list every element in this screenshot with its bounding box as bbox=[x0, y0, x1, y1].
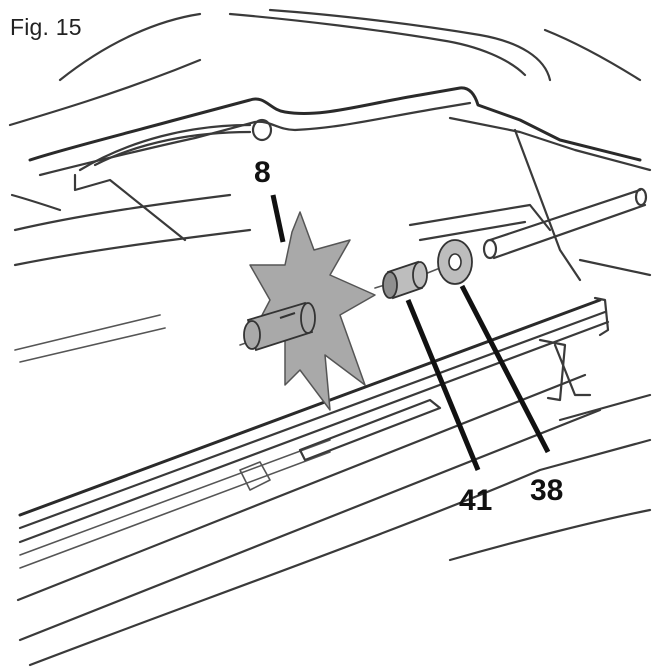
housing-edge bbox=[13, 228, 252, 267]
housing-edge bbox=[8, 58, 202, 127]
shaft-end bbox=[243, 320, 261, 350]
back-wall bbox=[418, 220, 527, 242]
bracket-edge bbox=[73, 173, 187, 242]
groove-line bbox=[19, 327, 166, 363]
rail-end bbox=[538, 338, 567, 402]
rail-line bbox=[18, 320, 610, 544]
rail-line bbox=[19, 439, 331, 556]
back-wall-edge bbox=[513, 128, 582, 282]
housing-edge bbox=[558, 393, 652, 422]
callout-8: 8 bbox=[254, 156, 271, 189]
part-41-bushing bbox=[382, 260, 428, 300]
rod-top bbox=[488, 188, 642, 242]
housing-edge bbox=[268, 8, 552, 82]
figure-label: Fig. 15 bbox=[10, 14, 82, 40]
callout-41: 41 bbox=[459, 484, 492, 517]
rail-line bbox=[18, 408, 602, 642]
lower-slot bbox=[298, 398, 442, 462]
trough-rim bbox=[28, 86, 642, 162]
leader-line-8 bbox=[270, 194, 286, 243]
back-wall-edge bbox=[578, 258, 652, 277]
rod-end bbox=[482, 238, 498, 260]
housing-edge bbox=[13, 193, 232, 232]
housing-edge bbox=[543, 28, 642, 82]
bracket-arc bbox=[93, 130, 252, 167]
housing-outline bbox=[8, 8, 652, 667]
rail-line bbox=[18, 298, 602, 517]
pin-head bbox=[251, 118, 273, 142]
bushing-end bbox=[382, 271, 398, 299]
part-38-washer bbox=[437, 239, 473, 285]
rail-line bbox=[19, 451, 331, 569]
groove-line bbox=[14, 314, 161, 351]
rail-line bbox=[18, 310, 607, 530]
housing-edge bbox=[228, 12, 527, 77]
leader-line-41 bbox=[405, 299, 481, 471]
shaft-keyway bbox=[279, 312, 296, 319]
washer-hole bbox=[448, 253, 462, 271]
bushing-end bbox=[412, 261, 428, 289]
rail-end bbox=[593, 296, 610, 337]
rail-line bbox=[16, 373, 587, 602]
rod-end bbox=[634, 187, 648, 207]
bracket-arc bbox=[78, 123, 252, 172]
leader-line-38 bbox=[459, 284, 551, 454]
lower-slot bbox=[239, 461, 271, 491]
callout-38: 38 bbox=[530, 474, 563, 507]
shaft-collar bbox=[300, 302, 316, 334]
rod-bottom bbox=[492, 203, 647, 260]
housing-edge bbox=[58, 12, 202, 82]
part-8-agitator bbox=[243, 211, 376, 411]
housing-edge bbox=[10, 193, 62, 212]
housing-edge bbox=[28, 438, 652, 667]
trough-rim-inner bbox=[448, 116, 652, 172]
housing-edge bbox=[448, 508, 652, 562]
rail-end bbox=[553, 343, 592, 397]
